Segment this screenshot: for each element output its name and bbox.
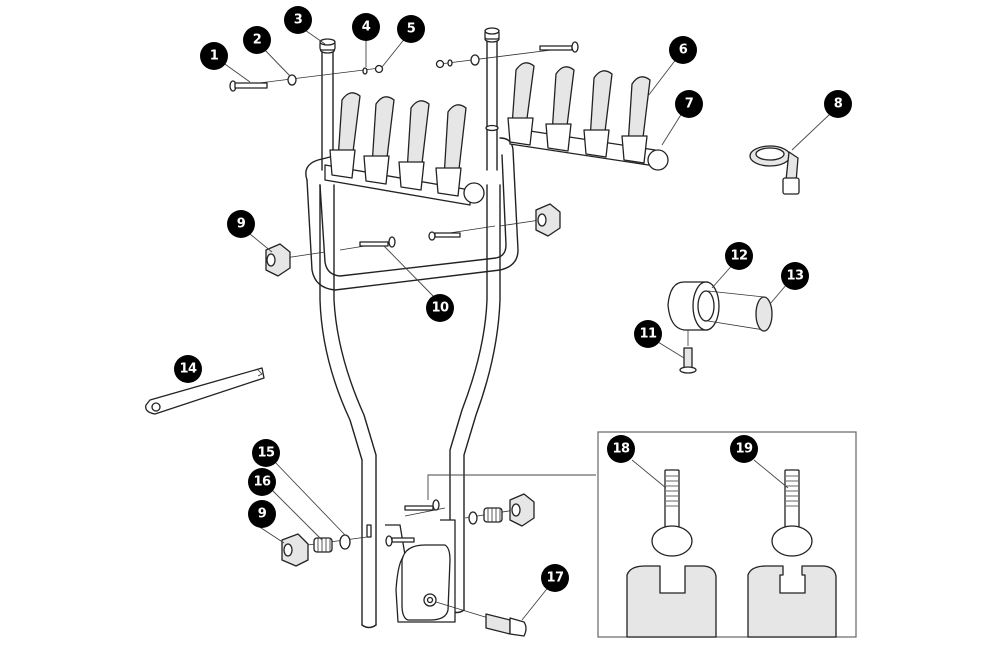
callout-label: 7 [685,97,694,112]
clamp-assembly [667,281,773,374]
bottom-left-knob-stack [281,533,368,567]
callout-label: 2 [253,33,262,48]
callout-1: 1 [200,42,228,70]
bolt-19-detail [747,469,837,638]
callout-label: 18 [612,442,630,457]
callout-label: 11 [639,327,657,342]
tie-down-strap [749,145,800,195]
callout-label: 14 [179,362,197,377]
callout-2: 2 [243,26,271,54]
right-wheel-rail [507,62,669,171]
callout-3: 3 [284,6,312,34]
callout-18: 18 [607,435,635,463]
main-frame [305,27,519,629]
detail-inset [597,431,857,638]
callout-label: 15 [257,446,275,461]
callout-11: 11 [634,320,662,348]
left-wheel-rail [324,92,485,206]
wheel-holders-right [507,62,651,164]
callout-7: 7 [675,90,703,118]
callout-label: 13 [786,269,804,284]
callout-12: 12 [725,242,753,270]
callout-16: 16 [248,468,276,496]
top-right-bolt-assembly [435,41,579,69]
callout-17: 17 [541,564,569,592]
callout-6: 6 [669,36,697,64]
callout-label: 4 [362,20,371,35]
spring-left [313,537,333,553]
callout-label: 16 [253,475,271,490]
callout-19: 19 [730,435,758,463]
callout-label: 5 [407,22,416,37]
wheel-holders-left [329,92,467,197]
callout-label: 8 [834,97,843,112]
callout-label: 10 [431,301,449,316]
callout-label: 19 [735,442,753,457]
callout-label: 6 [679,43,688,58]
callout-4: 4 [352,13,380,41]
callout-label: 9 [258,507,267,522]
callout-9-lower: 9 [248,500,276,528]
coupling-bracket [366,474,596,637]
callout-8: 8 [824,90,852,118]
callout-label: 1 [210,49,219,64]
callout-label: 9 [237,217,246,232]
callout-label: 3 [294,13,303,28]
callout-label: 12 [730,249,747,264]
callout-9-upper: 9 [227,210,255,238]
wrench [145,367,265,415]
bolt-18-detail [626,469,717,638]
callout-label: 17 [546,571,564,586]
callout-5: 5 [397,15,425,43]
callout-14: 14 [174,355,202,383]
callout-13: 13 [781,262,809,290]
top-left-bolt-assembly [229,64,384,92]
callout-10: 10 [426,294,454,322]
bottom-right-knob-stack [464,493,535,527]
callout-15: 15 [252,439,280,467]
